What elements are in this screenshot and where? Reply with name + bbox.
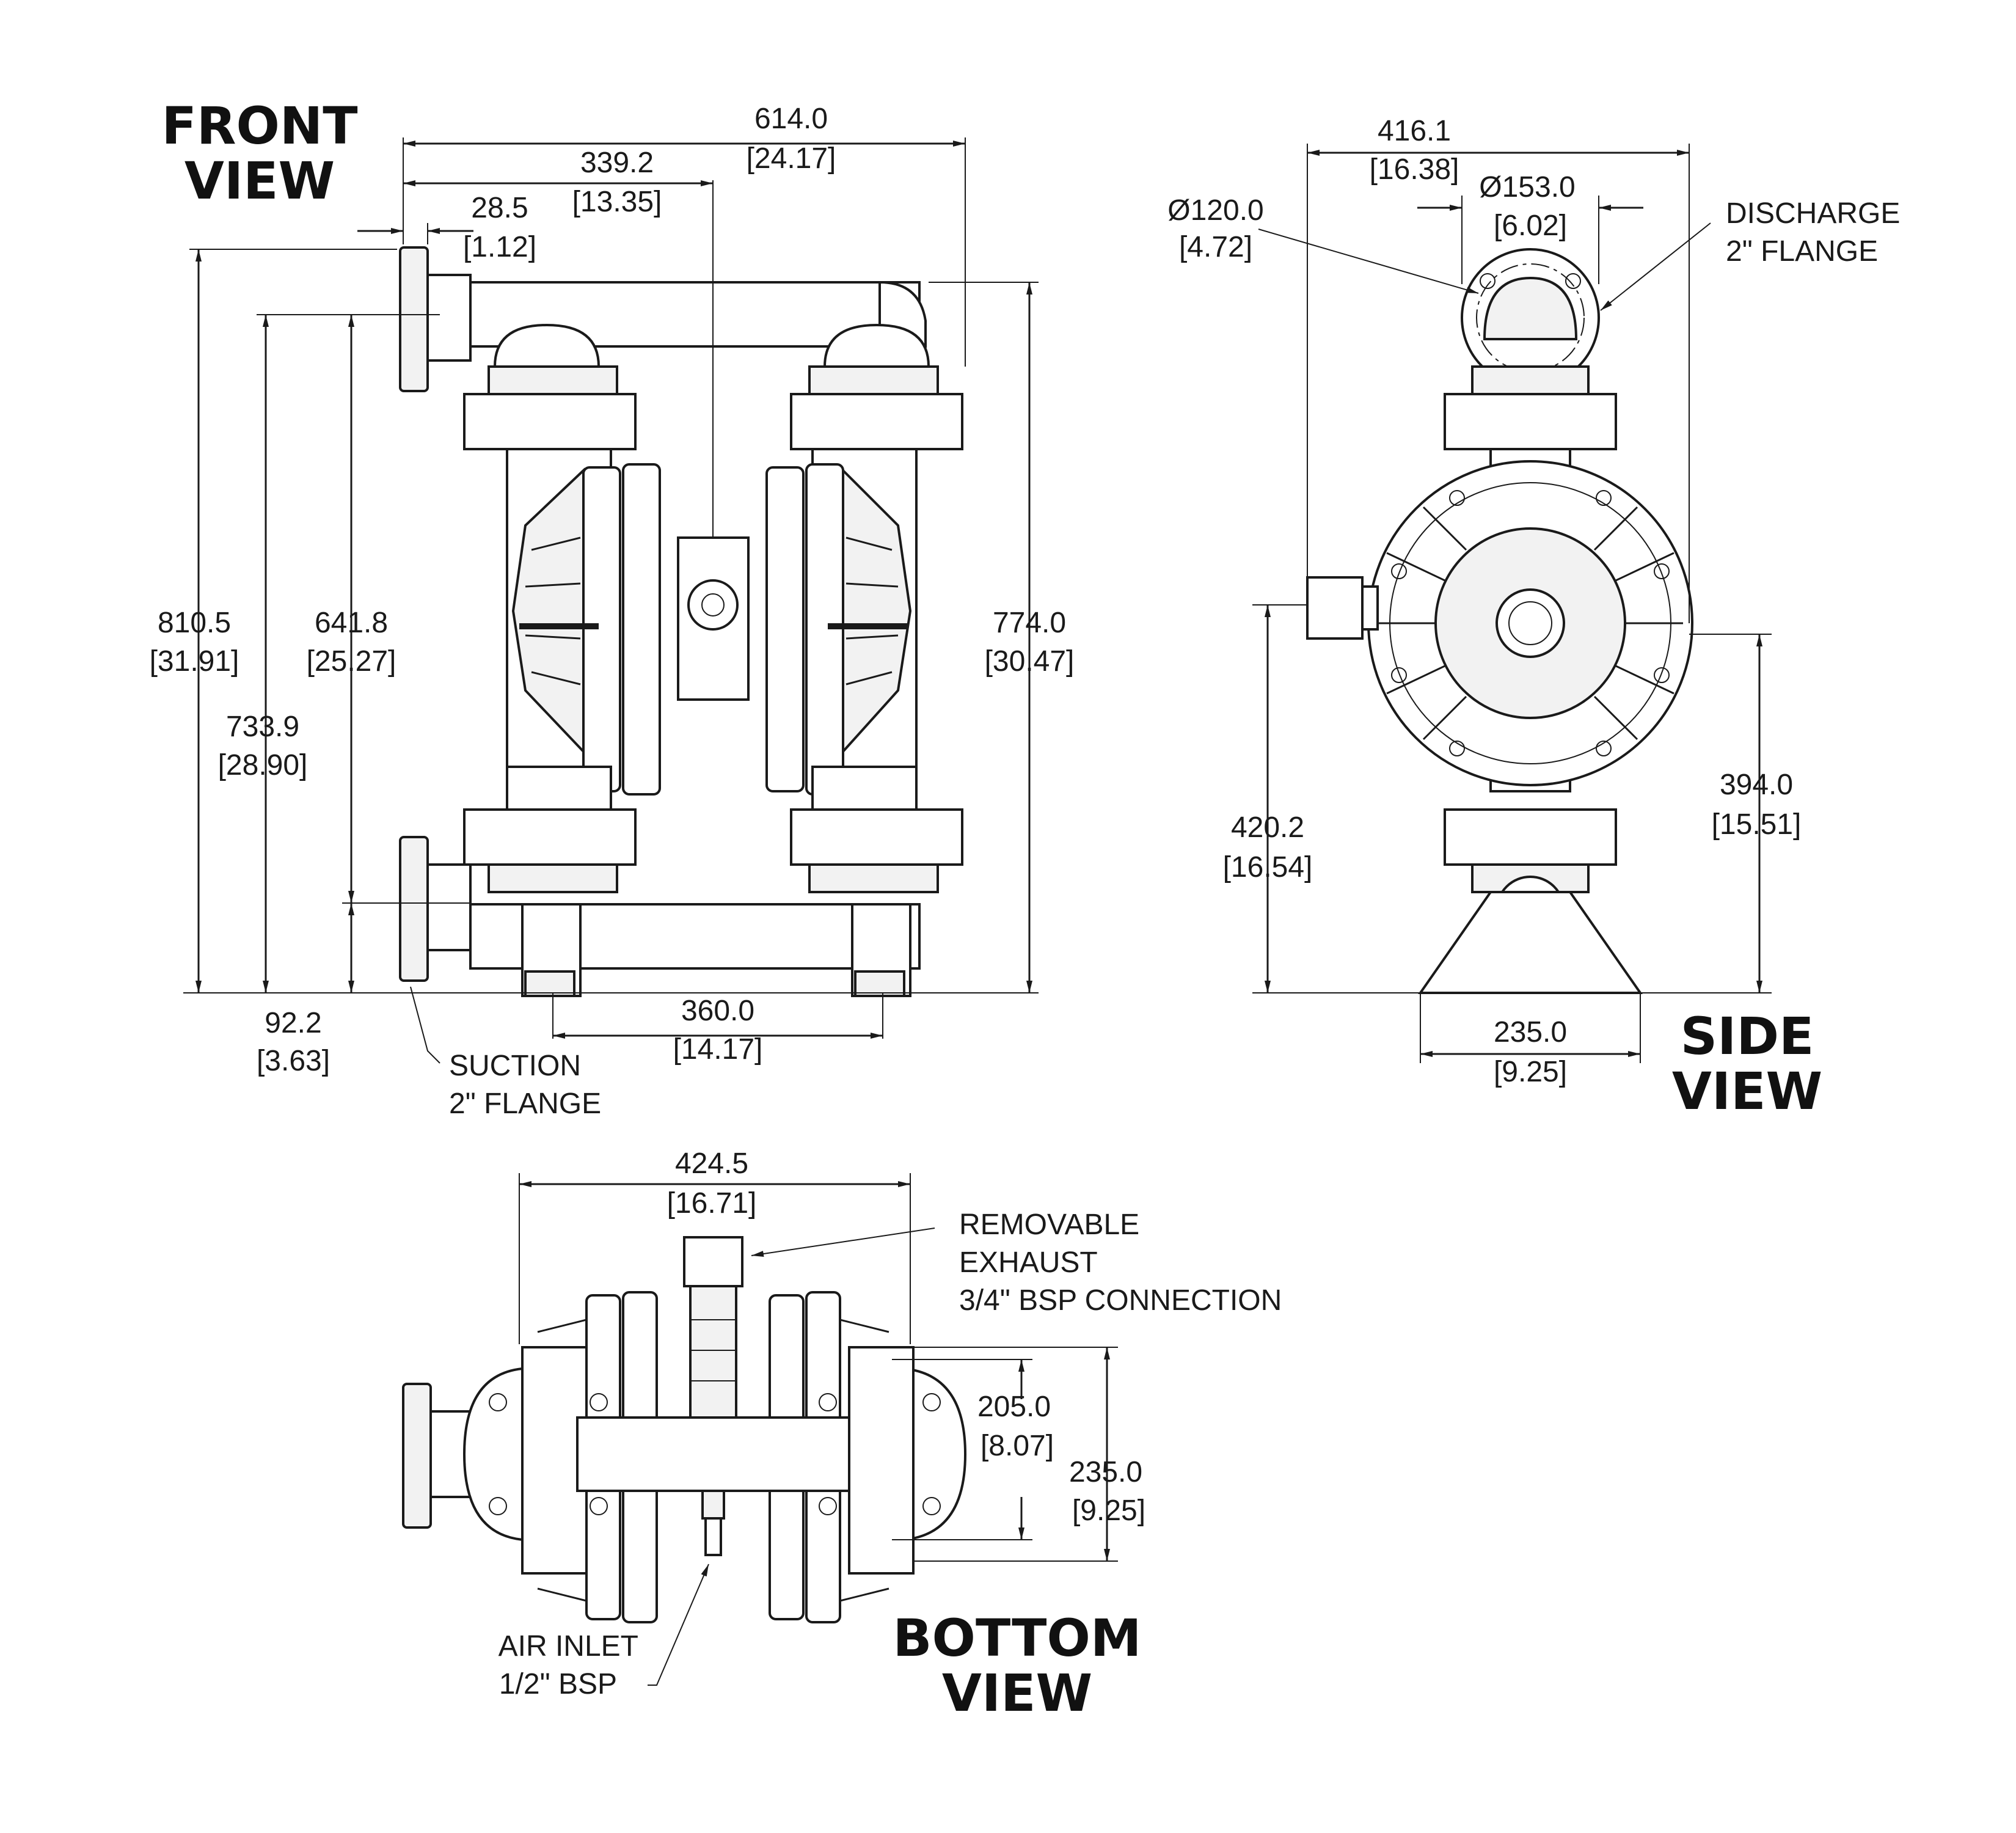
front-view-title-1: FRONT — [161, 96, 357, 156]
side-dim-center-height-in: [15.51] — [1712, 808, 1802, 841]
front-view-title-2: VIEW — [184, 151, 335, 211]
front-view-pump-body — [399, 246, 963, 997]
bottom-dim-inner-depth-in: [8.07] — [981, 1430, 1054, 1462]
exhaust-label-3: 3/4" BSP CONNECTION — [959, 1284, 1282, 1317]
side-dim-base-width-mm: 235.0 — [1494, 1016, 1567, 1048]
bottom-view: BOTTOM VIEW — [402, 1147, 1282, 1723]
dim-overall-width-in: [24.17] — [747, 142, 836, 175]
side-dim-depth-in: [16.38] — [1370, 153, 1459, 186]
dim-discharge-height-mm: 733.9 — [226, 711, 299, 743]
suction-label-2: 2" FLANGE — [449, 1088, 601, 1120]
suction-label-1: SUCTION — [449, 1050, 581, 1082]
bottom-dim-outer-depth-in: [9.25] — [1072, 1495, 1145, 1527]
side-view: SIDE VIEW — [1167, 115, 1900, 1121]
side-dim-base-width-in: [9.25] — [1494, 1056, 1567, 1088]
side-view-title-2: VIEW — [1672, 1061, 1822, 1121]
dim-center-offset-in: [13.35] — [572, 186, 662, 218]
dim-flange-thickness-in: [1.12] — [463, 231, 536, 263]
dim-body-height-in: [30.47] — [985, 645, 1075, 678]
bottom-dim-outer-depth-mm: 235.0 — [1069, 1456, 1142, 1488]
side-view-bolts — [1391, 490, 1670, 756]
dim-foot-spacing-in: [14.17] — [673, 1033, 763, 1066]
dim-foot-spacing-mm: 360.0 — [681, 995, 754, 1027]
dim-body-height-mm: 774.0 — [993, 607, 1066, 639]
dim-flange-thickness-mm: 28.5 — [471, 192, 528, 224]
dim-overall-height-in: [31.91] — [150, 645, 239, 678]
dim-suction-height-mm: 92.2 — [265, 1007, 321, 1039]
bottom-dim-width-in: [16.71] — [667, 1187, 757, 1220]
dim-suction-height-in: [3.63] — [257, 1045, 330, 1077]
exhaust-label-1: REMOVABLE — [959, 1209, 1139, 1241]
side-dim-flange-od-in: [6.02] — [1494, 210, 1567, 242]
side-dim-bolt-circle-mm: Ø120.0 — [1167, 194, 1263, 227]
side-dim-flange-od-mm: Ø153.0 — [1479, 171, 1575, 203]
dim-discharge-height-in: [28.90] — [218, 749, 308, 781]
side-view-ribs — [1378, 506, 1683, 741]
side-dim-center-height-mm: 394.0 — [1720, 769, 1793, 801]
front-view: FRONT VIEW — [150, 96, 1075, 1120]
dim-discharge-center-mm: 641.8 — [315, 607, 388, 639]
side-view-title-1: SIDE — [1681, 1006, 1814, 1066]
bottom-view-dimensions: 424.5 [16.71] REMOVABLE EXHAUST 3/4" BSP… — [499, 1147, 1282, 1700]
discharge-label-1: DISCHARGE — [1726, 197, 1900, 230]
air-inlet-label-1: AIR INLET — [499, 1630, 638, 1663]
bottom-view-title-2: VIEW — [942, 1663, 1092, 1723]
bottom-view-title-1: BOTTOM — [893, 1608, 1142, 1668]
dim-center-offset-mm: 339.2 — [580, 147, 654, 179]
air-inlet-label-2: 1/2" BSP — [499, 1668, 617, 1700]
dim-discharge-center-in: [25.27] — [307, 645, 396, 678]
bottom-view-bolts — [489, 1393, 941, 1515]
bottom-dim-inner-depth-mm: 205.0 — [977, 1391, 1051, 1423]
discharge-label-2: 2" FLANGE — [1726, 235, 1878, 268]
front-view-dimensions: 614.0 [24.17] 339.2 [13.35] 28.5 [1.12] … — [150, 103, 1075, 1120]
side-dim-bolt-circle-in: [4.72] — [1179, 231, 1252, 263]
side-view-pump-body — [1306, 248, 1693, 994]
dim-overall-width-mm: 614.0 — [754, 103, 828, 135]
bottom-view-pump-body — [402, 1236, 967, 1623]
dim-overall-height-mm: 810.5 — [158, 607, 231, 639]
side-view-dimensions: 416.1 [16.38] Ø153.0 [6.02] Ø120.0 [4.72… — [1167, 115, 1900, 1088]
side-dim-air-inlet-in: [16.54] — [1223, 851, 1313, 884]
side-dim-depth-mm: 416.1 — [1378, 115, 1451, 147]
exhaust-label-2: EXHAUST — [959, 1246, 1098, 1279]
side-dim-air-inlet-mm: 420.2 — [1231, 811, 1304, 844]
bottom-dim-width-mm: 424.5 — [675, 1147, 748, 1180]
